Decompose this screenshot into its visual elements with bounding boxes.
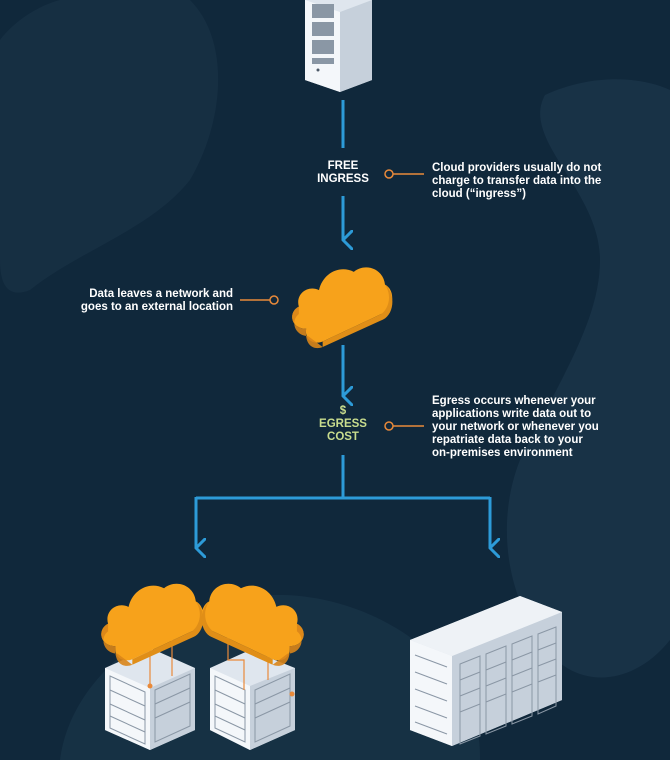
free-ingress-line-2: INGRESS bbox=[317, 173, 369, 185]
data-leaves-line-2: goes to an external location bbox=[80, 301, 233, 313]
data-leaves-note: Data leaves a network and goes to an ext… bbox=[40, 288, 233, 314]
egress-note: Egress occurs whenever your applications… bbox=[432, 395, 652, 460]
egress-cost-line-3: COST bbox=[327, 431, 359, 443]
egress-note-line-4: repatriate data back to your bbox=[432, 434, 583, 446]
ingress-note: Cloud providers usually do not charge to… bbox=[432, 162, 652, 201]
ingress-note-line-2: charge to transfer data into the bbox=[432, 175, 602, 187]
egress-cost-line-1: $ bbox=[339, 405, 347, 417]
egress-note-line-1: Egress occurs whenever your bbox=[432, 395, 596, 407]
server-rack-icon bbox=[305, 0, 372, 92]
free-ingress-label: FREE INGRESS bbox=[303, 160, 383, 186]
flow-arrows bbox=[194, 100, 490, 548]
egress-cost-line-2: EGRESS bbox=[319, 418, 367, 430]
ingress-note-line-3: cloud (“ingress”) bbox=[432, 188, 526, 200]
egress-note-line-2: applications write data out to bbox=[432, 408, 592, 420]
cloud-icon bbox=[292, 267, 393, 349]
callout-connectors bbox=[240, 169, 424, 431]
egress-note-line-5: on-premises environment bbox=[432, 447, 573, 459]
egress-note-line-3: your network or whenever you bbox=[432, 421, 599, 433]
on-premises-datacenter-icon bbox=[410, 596, 562, 746]
cloud-datacenter-icon bbox=[101, 583, 304, 750]
free-ingress-line-1: FREE bbox=[327, 160, 359, 172]
ingress-note-line-1: Cloud providers usually do not bbox=[432, 162, 602, 174]
data-leaves-line-1: Data leaves a network and bbox=[89, 288, 233, 300]
egress-cost-label: $ EGRESS COST bbox=[303, 405, 383, 444]
